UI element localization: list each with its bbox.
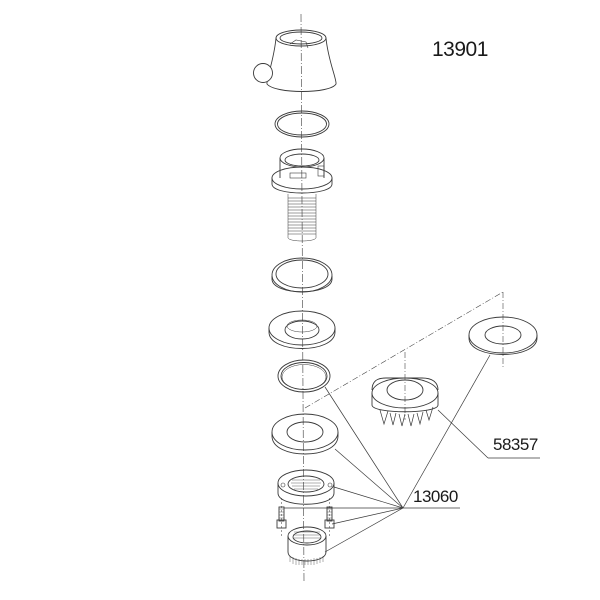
o-ring-top	[274, 110, 330, 138]
part-number-13060-label: 13060	[413, 487, 458, 506]
flat-washer-right	[468, 316, 538, 355]
strainer-basket	[371, 377, 439, 427]
screw-right	[324, 498, 335, 536]
screw-left	[276, 498, 287, 536]
gasket-ring	[271, 257, 333, 293]
flat-washer-lower	[271, 413, 339, 455]
part-number-58357-label: 58357	[493, 435, 538, 454]
flange-plate	[277, 469, 335, 505]
offset-axis-lines	[304, 291, 504, 420]
leader-lines-13060	[284, 354, 491, 553]
threaded-body	[271, 148, 333, 242]
o-ring-lower	[277, 359, 331, 393]
thread-lines	[287, 194, 317, 242]
flat-washer-upper	[268, 310, 336, 349]
cap-with-knob	[253, 29, 337, 92]
assembly-number-label: 13901	[432, 38, 488, 61]
center-axis	[300, 13, 305, 583]
knurled-nut	[287, 526, 327, 565]
leader-lines-58357	[437, 409, 540, 459]
